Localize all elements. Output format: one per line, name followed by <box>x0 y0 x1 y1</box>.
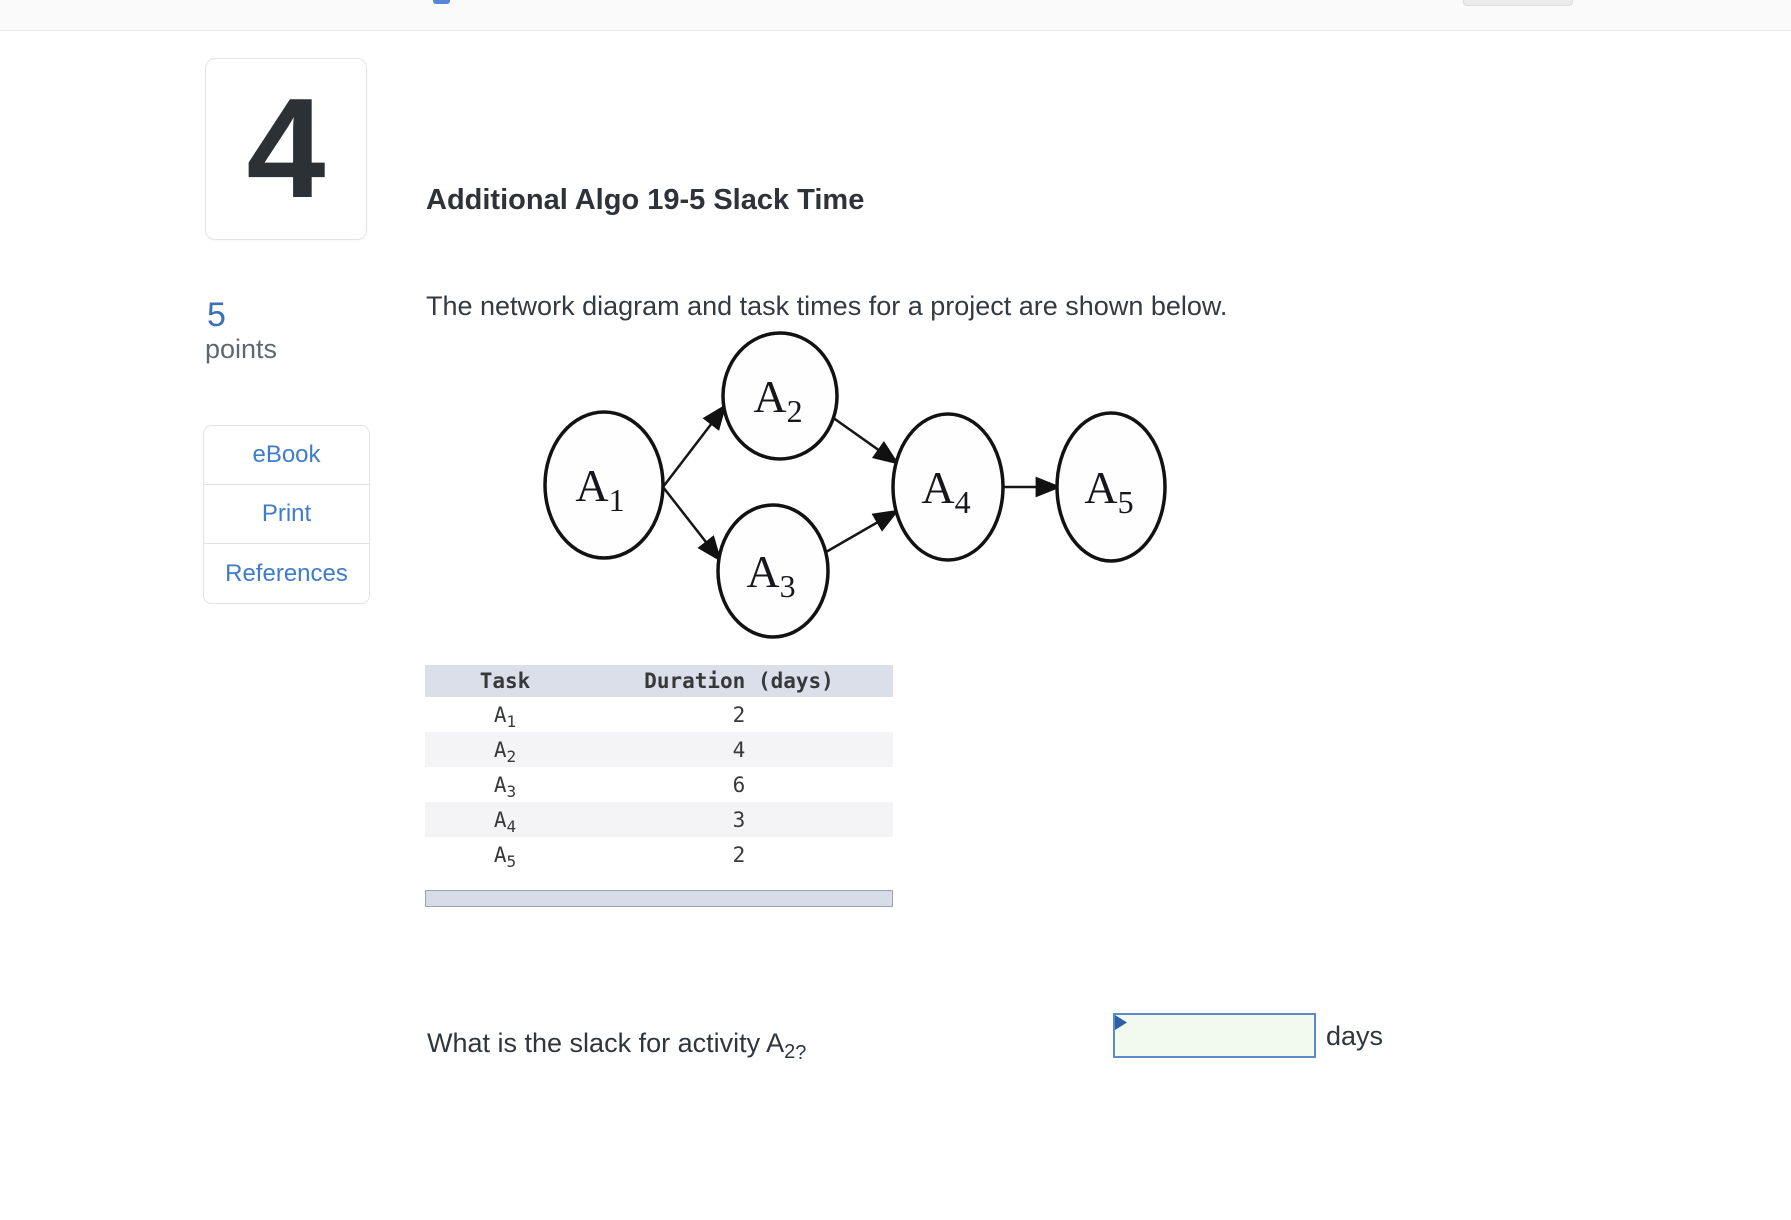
node-a2 <box>721 331 839 461</box>
question-number: 4 <box>246 69 326 228</box>
node-a5-label: A5 <box>1084 462 1133 520</box>
answer-field-wrap <box>1113 1013 1316 1058</box>
duration-value: 2 <box>732 702 746 727</box>
node-a4 <box>891 412 1005 562</box>
question-title: Additional Algo 19-5 Slack Time <box>426 184 865 216</box>
answer-input[interactable] <box>1129 1015 1314 1056</box>
edge-a2-a4 <box>831 415 900 465</box>
unit-label: days <box>1326 1021 1384 1051</box>
references-button[interactable]: References <box>204 544 369 603</box>
top-navigation-bar <box>0 0 1791 31</box>
edge-a1-a2 <box>662 403 727 488</box>
nav-button-fragment <box>1463 0 1573 6</box>
points-label: points <box>205 334 278 364</box>
question-prompt: What is the slack for activity A2? <box>427 1028 807 1064</box>
duration-value: 6 <box>732 772 746 797</box>
node-a5 <box>1055 411 1167 563</box>
edge-a3-a4 <box>825 509 900 554</box>
table-row: A2 4 <box>425 732 893 767</box>
ebook-button[interactable]: eBook <box>204 426 369 485</box>
table-horizontal-scrollbar[interactable] <box>425 890 893 907</box>
node-a1 <box>543 410 665 560</box>
question-number-box: 4 <box>205 58 367 240</box>
duration-value: 2 <box>732 842 746 867</box>
node-a3 <box>716 503 830 639</box>
task-column-header: Task <box>425 665 585 697</box>
nav-logo-icon <box>433 0 450 4</box>
node-a1-label: A1 <box>575 460 624 518</box>
table-row: A1 2 <box>425 697 893 732</box>
task-duration-table: Task Duration (days) A1 2 A2 4 A3 6 A4 3… <box>425 665 893 872</box>
duration-value: 4 <box>585 732 893 767</box>
points-value: 5 <box>207 296 226 334</box>
answer-marker-icon <box>1115 1015 1127 1030</box>
table-header-row: Task Duration (days) <box>425 665 893 697</box>
duration-column-header: Duration (days) <box>585 665 893 697</box>
network-diagram: A1 A2 A3 A4 A5 <box>510 320 1210 650</box>
print-button[interactable]: Print <box>204 485 369 544</box>
resource-button-group: eBook Print References <box>203 425 370 604</box>
node-a4-label: A4 <box>921 462 970 520</box>
table-row: A4 3 <box>425 802 893 837</box>
node-a3-label: A3 <box>746 546 795 604</box>
table-row: A5 2 <box>425 837 893 872</box>
node-a2-label: A2 <box>753 371 802 429</box>
duration-value: 3 <box>585 802 893 837</box>
question-intro: The network diagram and task times for a… <box>426 291 1228 321</box>
table-row: A3 6 <box>425 767 893 802</box>
edge-a1-a3 <box>662 486 722 563</box>
